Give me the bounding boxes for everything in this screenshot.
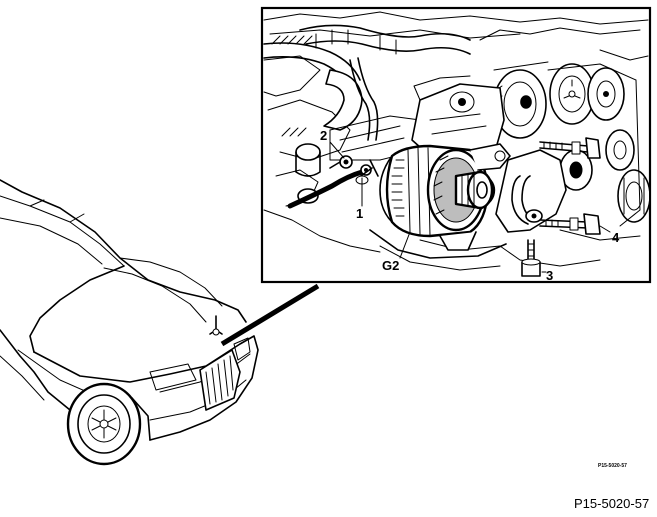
leader-2	[329, 141, 345, 159]
leader-g2	[399, 231, 411, 259]
car-roof	[0, 179, 247, 323]
car-front-wheel	[66, 382, 142, 466]
upper-bolt	[539, 137, 601, 159]
car-hood	[29, 265, 125, 353]
item-4-bolt	[539, 213, 601, 235]
car-headlight	[149, 363, 197, 391]
figure-ref: P15-5020-57	[574, 496, 649, 511]
alternator-g2	[379, 143, 511, 251]
detail-inset: 1 2 3 4 G2	[260, 6, 652, 284]
callout-2: 2	[320, 128, 327, 143]
car-illustration	[0, 179, 320, 466]
tensioner-bracket	[495, 149, 567, 233]
item-2-nut	[329, 155, 353, 169]
callout-g2: G2	[382, 258, 399, 273]
item-3-bolt	[521, 239, 541, 277]
coolant-hoses	[263, 24, 471, 131]
car-front	[33, 335, 259, 441]
leader-4	[599, 225, 611, 233]
callout-4: 4	[612, 230, 620, 245]
callout-3: 3	[546, 268, 553, 283]
callout-1: 1	[356, 206, 363, 221]
car-grille	[199, 349, 241, 411]
belt-pulleys	[493, 61, 649, 227]
figure-ref-small: P15-5020-57	[598, 463, 627, 469]
car-windshield	[0, 195, 125, 267]
leader-line	[220, 283, 320, 347]
